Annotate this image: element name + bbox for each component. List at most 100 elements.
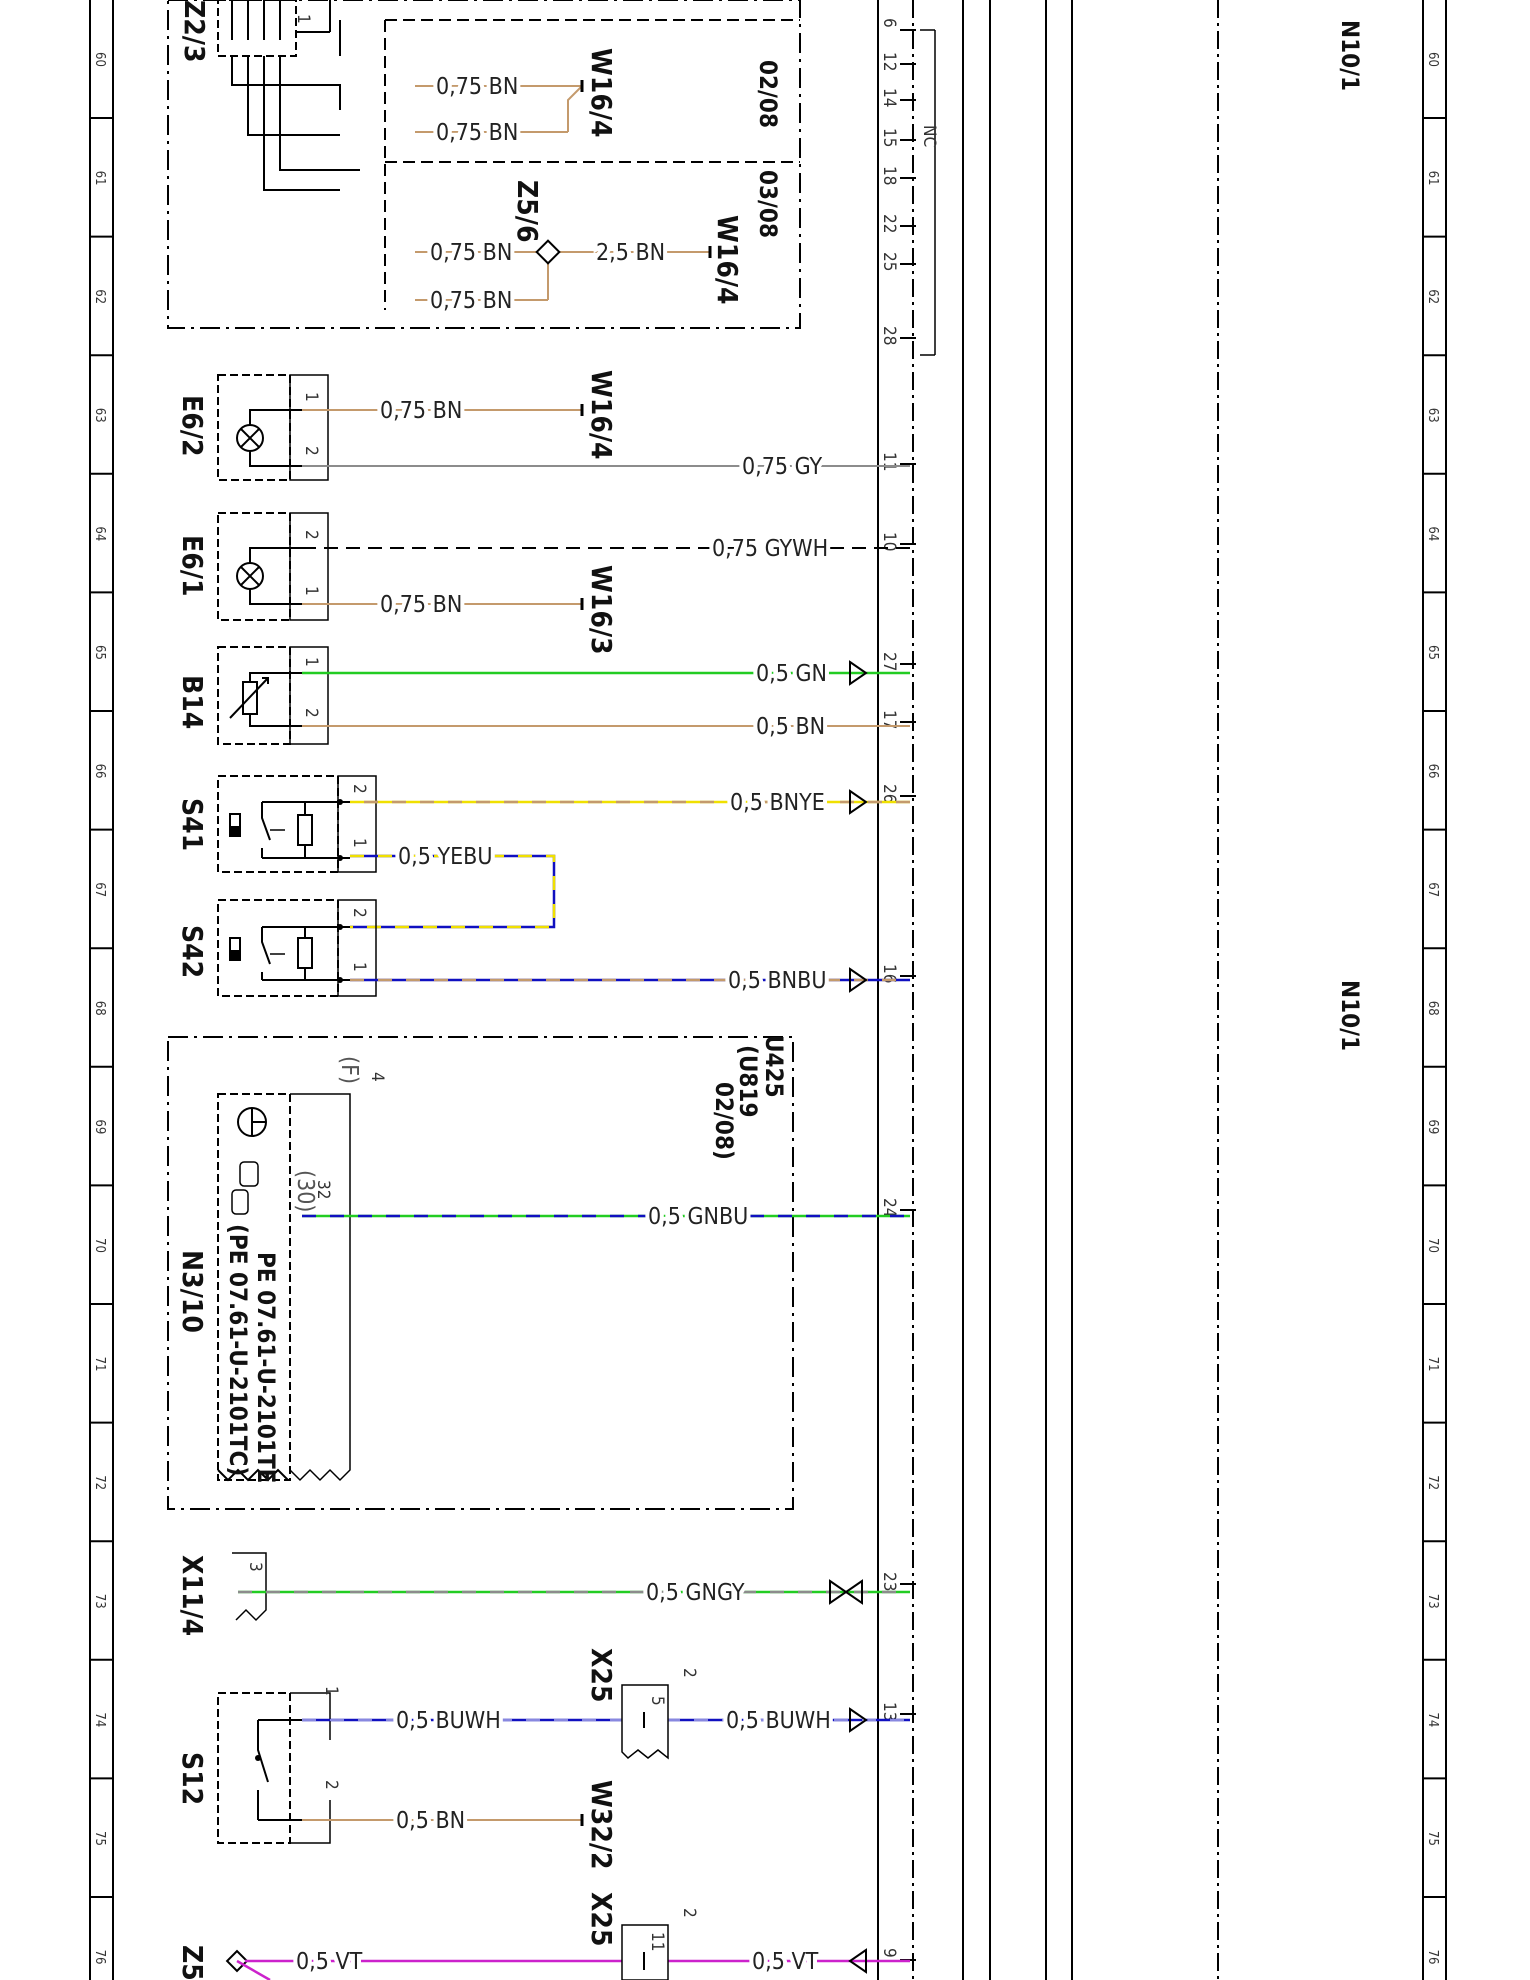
z5-6-label: Z5/6 bbox=[511, 180, 544, 243]
module-n10-1: N10/1 N10/1 NC 6121415182225281110271726… bbox=[877, 0, 1364, 1980]
x25-label-b: X25 bbox=[585, 1892, 618, 1946]
pin-n310-32: 32 bbox=[313, 1180, 333, 1199]
ruler-label: 69 bbox=[92, 1119, 107, 1134]
ruler-label: 61 bbox=[92, 171, 107, 186]
module-pin-label: 13 bbox=[879, 1702, 899, 1721]
wire-z23-bn-1: 0,75 BN bbox=[436, 74, 518, 100]
ruler-label: 71 bbox=[1425, 1357, 1440, 1372]
ruler-label: 67 bbox=[92, 882, 107, 897]
ruler-label: 64 bbox=[1425, 526, 1440, 541]
component-s42: 2 1 S42 0,5 BNBU bbox=[176, 899, 910, 998]
component-x11-4: 3 X11/4 0,5 GNGY bbox=[176, 1552, 910, 1636]
ruler-label: 60 bbox=[92, 52, 107, 67]
ruler-label: 76 bbox=[92, 1950, 107, 1965]
pin-x25a-2: 2 bbox=[679, 1668, 699, 1678]
ruler-label: 68 bbox=[1425, 1001, 1440, 1016]
module-pin-label: 14 bbox=[879, 88, 899, 107]
wire-z23-25bn: 2,5 BN bbox=[596, 240, 665, 266]
module-pin-label: 27 bbox=[879, 652, 899, 671]
ruler-label: 61 bbox=[1425, 171, 1440, 186]
ruler-label: 71 bbox=[92, 1357, 107, 1372]
ruler-label: 76 bbox=[1425, 1950, 1440, 1965]
s41-label: S41 bbox=[176, 798, 209, 851]
module-pin-label: 22 bbox=[879, 214, 899, 233]
ruler-label: 73 bbox=[1425, 1594, 1440, 1609]
pin-e61-2: 2 bbox=[301, 530, 321, 540]
ruler-label: 68 bbox=[92, 1001, 107, 1016]
pin-s42-2: 2 bbox=[349, 908, 369, 918]
w16-3-label: W16/3 bbox=[585, 565, 618, 655]
module-pin-label: 17 bbox=[879, 710, 899, 729]
wire-s41-bnye: 0,5 BNYE bbox=[730, 790, 825, 816]
module-pin-label: 9 bbox=[879, 1948, 899, 1958]
wire-s12-buwh-1: 0,5 BUWH bbox=[396, 1708, 501, 1734]
module-pin-label: 10 bbox=[879, 532, 899, 551]
module-label-top: N10/1 bbox=[1336, 20, 1364, 91]
module-label-middle: N10/1 bbox=[1336, 980, 1364, 1051]
pin-n310-4: 4 bbox=[367, 1072, 387, 1082]
bracket-0308-label: 03/08 bbox=[754, 170, 782, 238]
ruler-label: 74 bbox=[92, 1712, 107, 1727]
wire-b14-gn: 0,5 GN bbox=[756, 661, 827, 687]
u819-label: (U819 bbox=[734, 1045, 762, 1117]
ruler-label: 62 bbox=[92, 289, 107, 304]
e6-2-label: E6/2 bbox=[176, 395, 209, 456]
e6-1-label: E6/1 bbox=[176, 535, 209, 596]
module-pin-label: 18 bbox=[879, 166, 899, 185]
pin-b14-1: 1 bbox=[301, 657, 321, 667]
pin-x25b-11: 11 bbox=[647, 1932, 667, 1951]
pin-s41-2: 2 bbox=[349, 784, 369, 794]
ruler-label: 70 bbox=[1425, 1238, 1440, 1253]
module-pin-label: 25 bbox=[879, 252, 899, 271]
wire-z50-vt-1: 0,5 VT bbox=[296, 1949, 363, 1975]
wire-e61-gywh: 0,75 GYWH bbox=[712, 536, 828, 562]
pin-s12-2: 2 bbox=[321, 1780, 341, 1790]
ruler-label: 66 bbox=[1425, 764, 1440, 779]
wire-z23-bn-2: 0,75 BN bbox=[436, 120, 518, 146]
ruler-label: 75 bbox=[1425, 1831, 1440, 1846]
ruler-label: 67 bbox=[1425, 882, 1440, 897]
ruler-label: 63 bbox=[1425, 408, 1440, 423]
pin-s12-1: 1 bbox=[321, 1686, 341, 1696]
module-pin-label: 28 bbox=[879, 326, 899, 345]
wire-z23-bn-4: 0,75 BN bbox=[430, 288, 512, 314]
s12-label: S12 bbox=[176, 1752, 209, 1805]
u425-label: U425 bbox=[760, 1035, 788, 1098]
nc-label: NC bbox=[919, 125, 939, 147]
pin-z23-1: 1 bbox=[293, 14, 313, 24]
component-s41: 2 1 S41 0,5 BNYE 0,5 YEBU bbox=[176, 775, 910, 929]
n3-10-label: N3/10 bbox=[176, 1250, 209, 1333]
wire-z23-bn-3: 0,75 BN bbox=[430, 240, 512, 266]
wire-x114-gngy: 0,5 GNGY bbox=[646, 1580, 745, 1606]
ruler-label: 72 bbox=[92, 1475, 107, 1490]
w16-4-label-c: W16/4 bbox=[585, 370, 618, 460]
wire-n310-gnbu: 0,5 GNBU bbox=[648, 1204, 748, 1230]
wire-b14-bn: 0,5 BN bbox=[756, 714, 825, 740]
z2-3-label: Z2/3 bbox=[178, 0, 211, 63]
component-s12: 1 2 S12 0,5 BUWH 0,5 BUWH 0,5 BN W32/2 2… bbox=[176, 1648, 910, 1870]
z50-label: Z50/ bbox=[176, 1945, 209, 1980]
module-pin-label: 12 bbox=[879, 52, 899, 71]
ruler-label: 66 bbox=[92, 764, 107, 779]
pe-2101te-label: PE 07.61-U-2101TE bbox=[252, 1252, 280, 1483]
x11-4-label: X11/4 bbox=[176, 1555, 209, 1636]
pin-n310-30: (30) bbox=[292, 1170, 318, 1212]
pin-b14-2: 2 bbox=[301, 708, 321, 718]
component-e6-1: 2 1 E6/1 0,75 GYWH 0,75 BN W16/3 bbox=[176, 512, 910, 655]
pin-e62-1: 1 bbox=[301, 392, 321, 402]
wire-s41-yebu: 0,5 YEBU bbox=[398, 844, 493, 870]
pin-n310-f: (F) bbox=[336, 1056, 362, 1084]
wire-e62-gy: 0,75 GY bbox=[742, 454, 823, 480]
w16-4-label-a: W16/4 bbox=[585, 48, 618, 138]
wire-s12-bn: 0,5 BN bbox=[396, 1808, 465, 1834]
bracket-0208-label: 02/08 bbox=[754, 60, 782, 128]
ruler-label: 72 bbox=[1425, 1475, 1440, 1490]
s42-label: S42 bbox=[176, 925, 209, 978]
u0208-label: 02/08) bbox=[710, 1082, 738, 1160]
module-pin-label: 23 bbox=[879, 1572, 899, 1591]
ruler-label: 65 bbox=[1425, 645, 1440, 660]
z2-3-group: 1 Z2/3 0,75 BN 0,75 BN W16/4 02/08 0,75 … bbox=[167, 0, 801, 329]
module-pin-label: 26 bbox=[879, 784, 899, 803]
